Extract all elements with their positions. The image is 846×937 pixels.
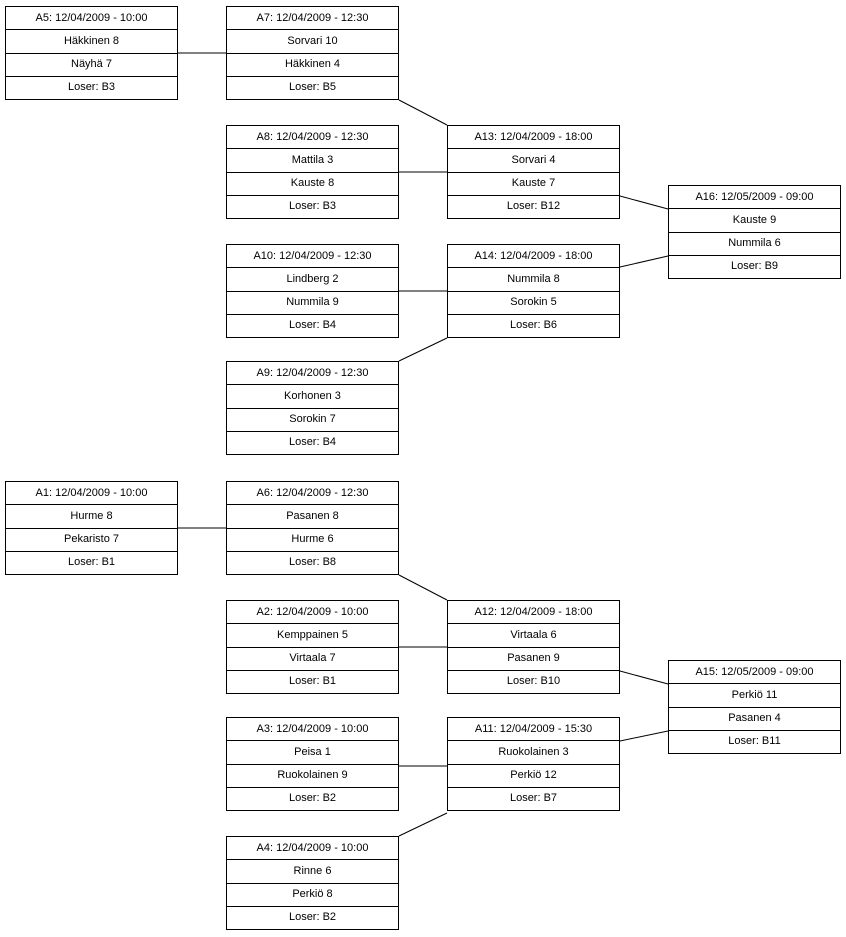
match-box-a11: A11: 12/04/2009 - 15:30 Ruokolainen 3 Pe…	[447, 717, 620, 811]
match-box-a7: A7: 12/04/2009 - 12:30 Sorvari 10 Häkkin…	[226, 6, 399, 100]
match-header: A11: 12/04/2009 - 15:30	[474, 722, 593, 735]
match-player2: Ruokolainen 9	[227, 763, 398, 787]
match-player2: Perkiö 8	[227, 882, 398, 906]
match-loser: Loser: B3	[227, 194, 398, 218]
connector-a4-a11	[398, 812, 448, 837]
match-loser: Loser: B4	[227, 430, 398, 454]
match-box-a1: A1: 12/04/2009 - 10:00 Hurme 8 Pekaristo…	[5, 481, 178, 575]
match-header: A13: 12/04/2009 - 18:00	[474, 130, 593, 143]
match-box-a4: A4: 12/04/2009 - 10:00 Rinne 6 Perkiö 8 …	[226, 836, 399, 930]
match-header: A2: 12/04/2009 - 10:00	[256, 605, 369, 618]
match-box-a3: A3: 12/04/2009 - 10:00 Peisa 1 Ruokolain…	[226, 717, 399, 811]
match-player1: Peisa 1	[227, 740, 398, 763]
match-player1: Perkiö 11	[669, 683, 840, 706]
match-box-a12: A12: 12/04/2009 - 18:00 Virtaala 6 Pasan…	[447, 600, 620, 694]
match-player1: Nummila 8	[448, 267, 619, 290]
match-player2: Pasanen 4	[669, 706, 840, 730]
match-box-a6: A6: 12/04/2009 - 12:30 Pasanen 8 Hurme 6…	[226, 481, 399, 575]
match-box-a10: A10: 12/04/2009 - 12:30 Lindberg 2 Nummi…	[226, 244, 399, 338]
match-player1: Korhonen 3	[227, 384, 398, 407]
match-header: A16: 12/05/2009 - 09:00	[695, 190, 814, 203]
match-player2: Nummila 6	[669, 231, 840, 255]
match-player1: Kemppainen 5	[227, 623, 398, 646]
match-header: A12: 12/04/2009 - 18:00	[474, 605, 593, 618]
match-player2: Pasanen 9	[448, 646, 619, 670]
match-box-a16: A16: 12/05/2009 - 09:00 Kauste 9 Nummila…	[668, 185, 841, 279]
match-header: A3: 12/04/2009 - 10:00	[256, 722, 369, 735]
match-player2: Pekaristo 7	[6, 527, 177, 551]
match-header: A9: 12/04/2009 - 12:30	[256, 366, 369, 379]
match-loser: Loser: B8	[227, 550, 398, 574]
match-header: A15: 12/05/2009 - 09:00	[695, 665, 814, 678]
match-loser: Loser: B1	[227, 669, 398, 693]
match-loser: Loser: B6	[448, 313, 619, 337]
match-player1: Rinne 6	[227, 859, 398, 882]
match-loser: Loser: B7	[448, 786, 619, 810]
match-player2: Kauste 8	[227, 171, 398, 195]
match-player2: Nummila 9	[227, 290, 398, 314]
match-loser: Loser: B4	[227, 313, 398, 337]
match-player1: Sorvari 10	[227, 29, 398, 52]
match-header: A10: 12/04/2009 - 12:30	[253, 249, 372, 262]
match-loser: Loser: B2	[227, 786, 398, 810]
match-box-a14: A14: 12/04/2009 - 18:00 Nummila 8 Soroki…	[447, 244, 620, 338]
match-loser: Loser: B10	[448, 669, 619, 693]
match-box-a15: A15: 12/05/2009 - 09:00 Perkiö 11 Pasane…	[668, 660, 841, 754]
match-player1: Kauste 9	[669, 208, 840, 231]
match-header: A8: 12/04/2009 - 12:30	[256, 130, 369, 143]
match-player1: Häkkinen 8	[6, 29, 177, 52]
match-player1: Mattila 3	[227, 148, 398, 171]
match-box-a8: A8: 12/04/2009 - 12:30 Mattila 3 Kauste …	[226, 125, 399, 219]
connector-a12-a15	[619, 670, 669, 685]
match-box-a2: A2: 12/04/2009 - 10:00 Kemppainen 5 Virt…	[226, 600, 399, 694]
match-player1: Pasanen 8	[227, 504, 398, 527]
match-loser: Loser: B9	[669, 254, 840, 278]
match-header: A5: 12/04/2009 - 10:00	[35, 11, 148, 24]
connector-a6-a12	[398, 574, 448, 601]
connector-a7-a13	[398, 99, 448, 126]
match-player2: Virtaala 7	[227, 646, 398, 670]
match-player2: Näyhä 7	[6, 52, 177, 76]
match-player1: Lindberg 2	[227, 267, 398, 290]
match-player2: Häkkinen 4	[227, 52, 398, 76]
connector-a9-a14	[398, 337, 448, 362]
match-box-a9: A9: 12/04/2009 - 12:30 Korhonen 3 Soroki…	[226, 361, 399, 455]
match-player2: Hurme 6	[227, 527, 398, 551]
match-loser: Loser: B1	[6, 550, 177, 574]
match-player2: Perkiö 12	[448, 763, 619, 787]
match-player1: Ruokolainen 3	[448, 740, 619, 763]
match-header: A4: 12/04/2009 - 10:00	[256, 841, 369, 854]
match-loser: Loser: B2	[227, 905, 398, 929]
match-player1: Hurme 8	[6, 504, 177, 527]
match-header: A1: 12/04/2009 - 10:00	[35, 486, 148, 499]
match-box-a5: A5: 12/04/2009 - 10:00 Häkkinen 8 Näyhä …	[5, 6, 178, 100]
match-loser: Loser: B11	[669, 729, 840, 753]
connector-a11-a15	[619, 730, 669, 742]
match-loser: Loser: B12	[448, 194, 619, 218]
match-loser: Loser: B5	[227, 75, 398, 99]
match-player2: Sorokin 5	[448, 290, 619, 314]
match-player1: Sorvari 4	[448, 148, 619, 171]
match-header: A14: 12/04/2009 - 18:00	[474, 249, 593, 262]
connector-a13-a16	[619, 195, 669, 210]
connector-a14-a16	[619, 255, 669, 268]
match-header: A7: 12/04/2009 - 12:30	[256, 11, 369, 24]
match-player1: Virtaala 6	[448, 623, 619, 646]
match-header: A6: 12/04/2009 - 12:30	[256, 486, 369, 499]
match-loser: Loser: B3	[6, 75, 177, 99]
match-player2: Kauste 7	[448, 171, 619, 195]
match-box-a13: A13: 12/04/2009 - 18:00 Sorvari 4 Kauste…	[447, 125, 620, 219]
match-player2: Sorokin 7	[227, 407, 398, 431]
